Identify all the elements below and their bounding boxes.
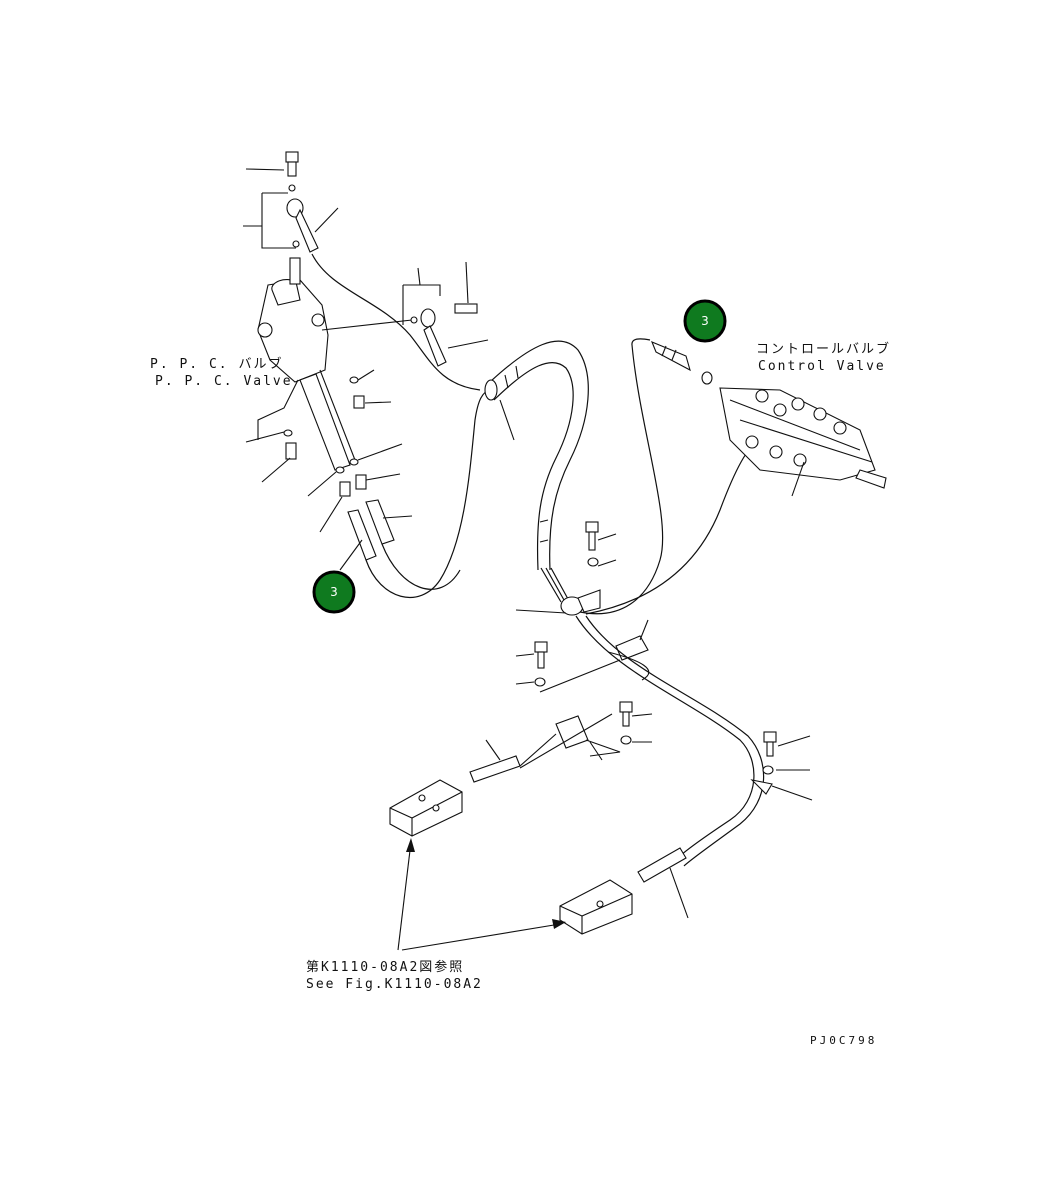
control-valve-label-jp: コントロールバルブ: [756, 341, 891, 357]
hose-bundle: [484, 340, 589, 616]
callout-marker-3-right[interactable]: 3: [683, 299, 727, 343]
bolt-top: [285, 151, 299, 177]
svg-text:3: 3: [330, 585, 338, 599]
control-valve-block: [719, 387, 887, 497]
drawing-code: PJ0C798: [810, 1034, 877, 1047]
reference-arrows: [397, 838, 566, 951]
control-valve-label-en: Control Valve: [758, 359, 886, 374]
fitting-left: [285, 442, 297, 460]
hose-fitting-control: [651, 340, 713, 385]
ppc-valve-label-en: P. P. C. Valve: [155, 374, 293, 389]
bolt-right-cluster: [750, 731, 813, 801]
hose-end-lower-right: [637, 847, 689, 919]
ppc-valve-assembly: [243, 151, 481, 571]
hose-end-lower-left: [469, 739, 521, 783]
clamp-upper: [539, 619, 650, 693]
figure-reference-jp: 第K1110-08A2図参照: [306, 959, 464, 975]
clamp-lower: [519, 701, 653, 769]
eye-joint-middle: [402, 261, 489, 367]
block-lower-right: [559, 879, 633, 935]
svg-text:3: 3: [701, 314, 709, 328]
ppc-valve-label-jp: P. P. C. バルブ: [150, 356, 283, 372]
bolt-center: [577, 521, 617, 613]
bolt-left-cluster: [515, 641, 548, 687]
block-lower-left: [389, 779, 463, 837]
callout-marker-3-left[interactable]: 3: [312, 570, 356, 614]
figure-reference-en: See Fig.K1110-08A2: [306, 977, 483, 992]
